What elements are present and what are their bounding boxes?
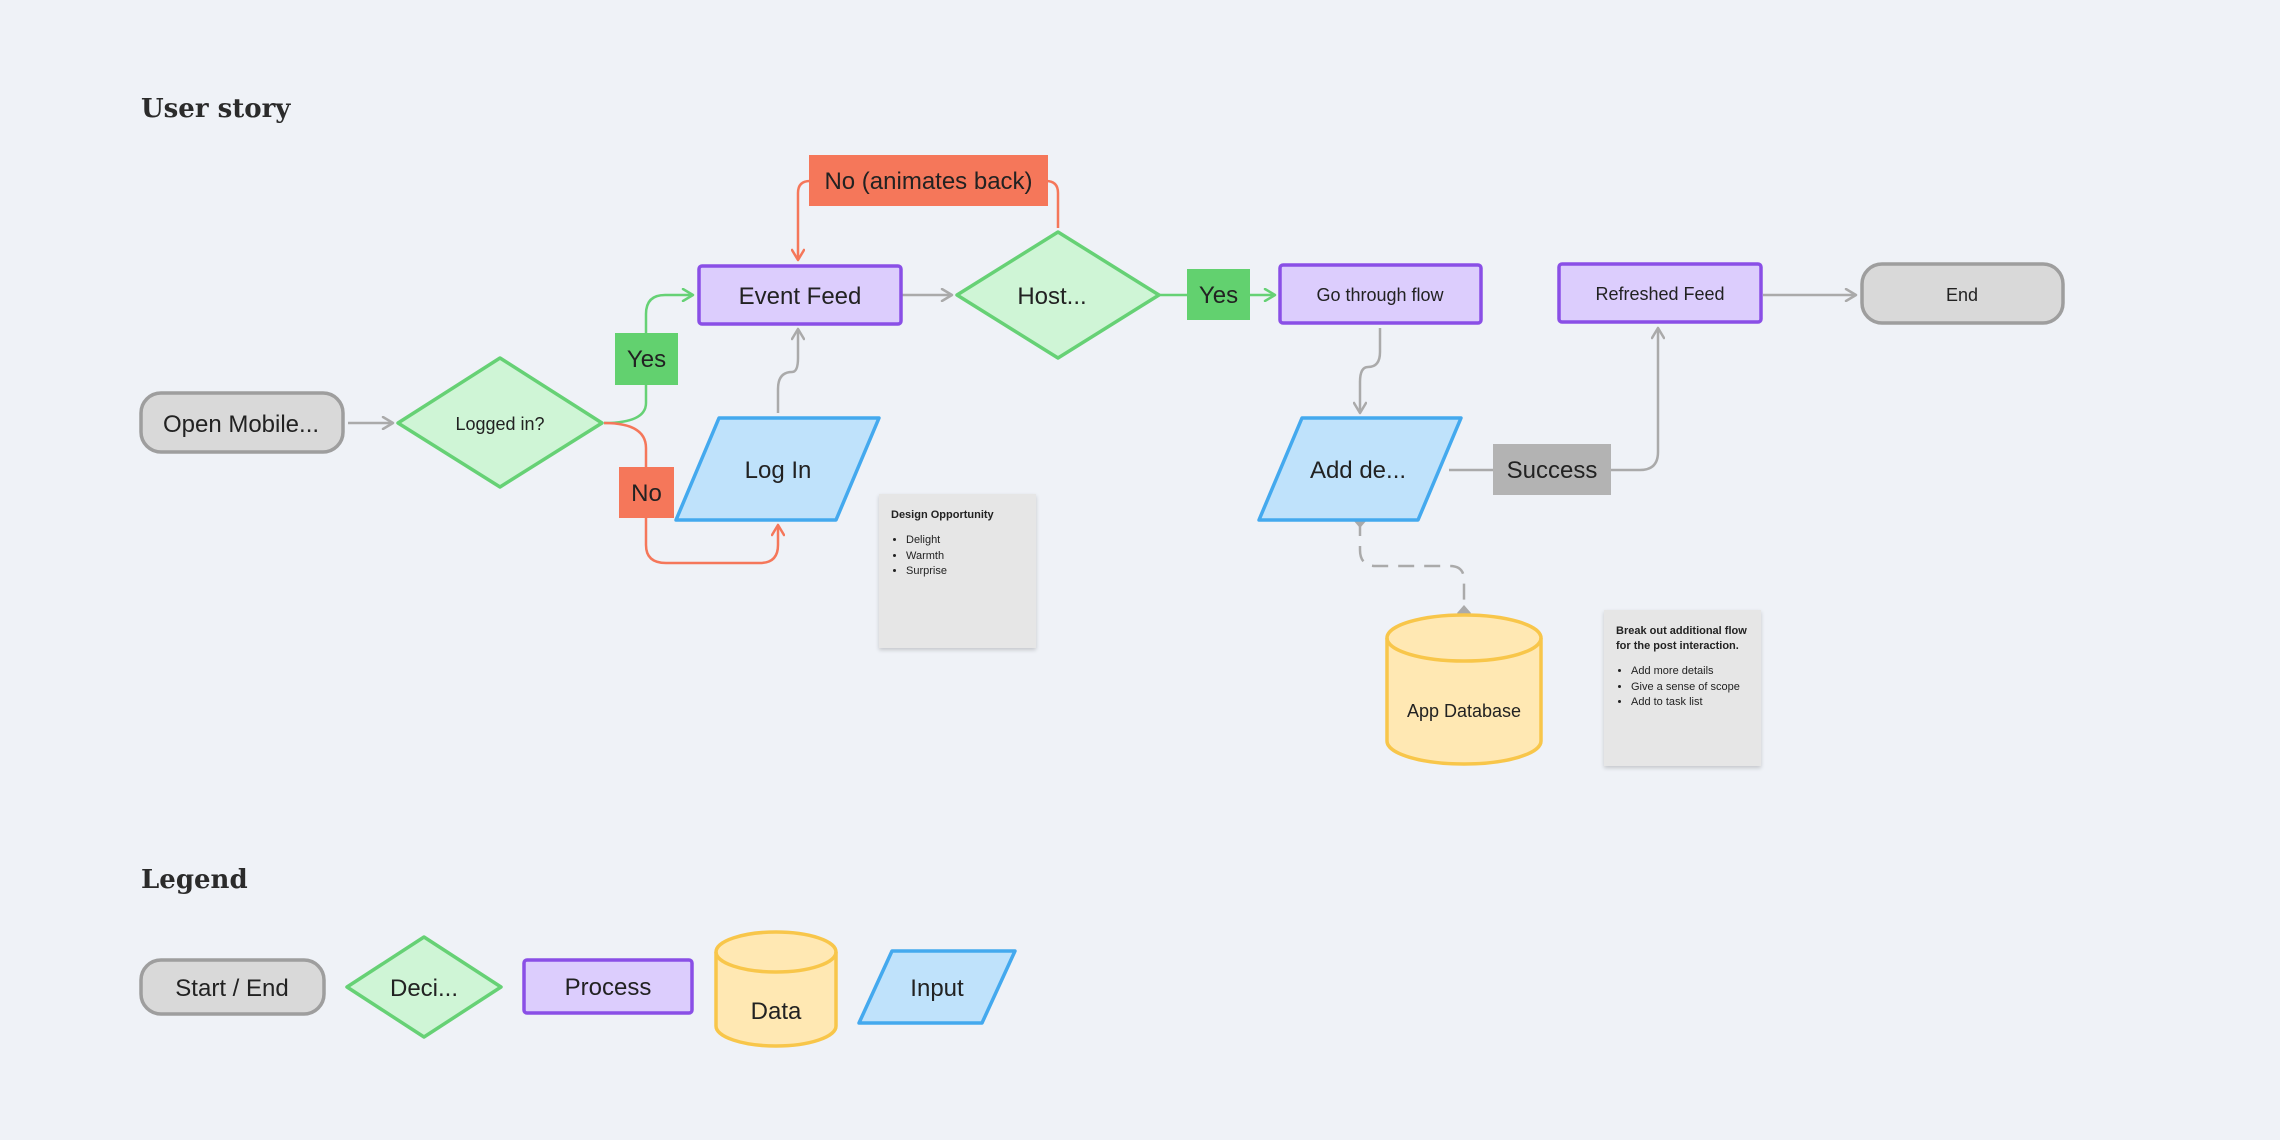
note-list-item: Delight <box>906 533 1024 549</box>
decision-shape <box>955 230 1161 360</box>
decision-shape <box>396 356 604 489</box>
input-shape <box>1257 416 1463 522</box>
database-top-rim <box>714 951 838 974</box>
input-shape <box>857 949 1017 1025</box>
node-log-in-label: Log In <box>745 457 812 484</box>
node-logged-in[interactable]: Logged in? <box>396 356 604 489</box>
node-go-through-flow[interactable]: Go through flow <box>1278 263 1483 325</box>
legend-data-label: Data <box>751 998 802 1025</box>
terminator-shape <box>139 391 345 454</box>
edge-label-no-login-text: No <box>631 480 662 507</box>
edge-label-no-animates-back-text: No (animates back) <box>824 168 1032 195</box>
legend-start-end-label: Start / End <box>175 975 288 1002</box>
database-shape <box>714 930 838 1048</box>
edge-label-box <box>615 333 678 385</box>
note-title: Break out additional flow for the post i… <box>1616 625 1747 652</box>
edge-label-box <box>619 467 674 518</box>
node-host[interactable]: Host... <box>955 230 1161 360</box>
connector-add-de-success-to-refreshed-feed[interactable] <box>1449 328 1658 472</box>
legend-process[interactable]: Process <box>522 958 694 1015</box>
node-end[interactable]: End <box>1860 262 2065 325</box>
node-log-in[interactable]: Log In <box>674 416 881 522</box>
process-shape <box>1278 263 1483 325</box>
heading-user-story: User story <box>141 94 291 124</box>
note-title: Design Opportunity <box>891 509 994 521</box>
connector-logged-in-yes-to-event-feed[interactable] <box>603 295 693 425</box>
edge-label-no-login[interactable]: No <box>619 467 674 518</box>
edge-label-yes-login[interactable]: Yes <box>615 333 678 385</box>
edge-label-box <box>1493 444 1611 495</box>
legend-input-label: Input <box>910 975 964 1002</box>
note-list-item: Warmth <box>906 549 1024 565</box>
terminator-shape <box>139 958 326 1016</box>
input-shape <box>674 416 881 522</box>
heading-legend: Legend <box>141 865 248 895</box>
legend-process-label: Process <box>565 974 652 1001</box>
node-end-label: End <box>1946 285 1978 305</box>
note-list-item: Add more details <box>1631 664 1749 680</box>
edge-label-yes-host-text: Yes <box>1199 282 1238 309</box>
node-add-de-label: Add de... <box>1310 457 1406 484</box>
legend-input[interactable]: Input <box>857 949 1017 1025</box>
node-open-mobile[interactable]: Open Mobile... <box>139 391 345 454</box>
node-host-label: Host... <box>1017 283 1086 310</box>
edge-label-no-animates-back[interactable]: No (animates back) <box>809 155 1048 206</box>
decision-shape <box>345 935 503 1039</box>
legend-decision[interactable]: Deci... <box>345 935 503 1039</box>
note-list-item: Give a sense of scope <box>1631 680 1749 696</box>
edge-label-yes-login-text: Yes <box>627 346 666 373</box>
database-top-rim <box>1385 637 1543 663</box>
edge-label-yes-host[interactable]: Yes <box>1187 269 1250 320</box>
node-app-database[interactable]: App Database <box>1385 613 1543 766</box>
process-shape <box>1557 262 1763 324</box>
connector-go-through-flow-to-add-de[interactable] <box>1360 328 1382 413</box>
node-refreshed-feed[interactable]: Refreshed Feed <box>1557 262 1763 324</box>
edge-label-box <box>809 155 1048 206</box>
edge-label-box <box>1187 269 1250 320</box>
sticky-note-design-opportunity[interactable]: Design Opportunity Delight Warmth Surpri… <box>879 494 1036 648</box>
edge-label-success[interactable]: Success <box>1493 444 1611 495</box>
terminator-shape <box>1860 262 2065 325</box>
node-logged-in-label: Logged in? <box>455 414 544 434</box>
process-shape <box>697 264 903 326</box>
note-list-item: Surprise <box>906 564 1024 580</box>
sticky-note-break-out[interactable]: Break out additional flow for the post i… <box>1604 610 1761 766</box>
connector-add-de-to-app-database[interactable] <box>1358 520 1466 613</box>
process-shape <box>522 958 694 1015</box>
connector-logged-in-no-to-log-in[interactable] <box>603 421 778 565</box>
node-event-feed[interactable]: Event Feed <box>697 264 903 326</box>
node-add-de[interactable]: Add de... <box>1257 416 1463 522</box>
connectors <box>348 179 1856 621</box>
node-open-mobile-label: Open Mobile... <box>163 411 319 438</box>
note-list-item: Add to task list <box>1631 695 1749 711</box>
connector-log-in-to-event-feed[interactable] <box>776 329 798 413</box>
legend-start-end[interactable]: Start / End <box>139 958 326 1016</box>
legend-decision-label: Deci... <box>390 975 458 1002</box>
edge-label-success-text: Success <box>1507 457 1598 484</box>
node-go-through-flow-label: Go through flow <box>1316 285 1444 305</box>
node-refreshed-feed-label: Refreshed Feed <box>1595 284 1724 304</box>
note-list: Add more details Give a sense of scope A… <box>1616 664 1749 711</box>
node-event-feed-label: Event Feed <box>739 283 862 310</box>
database-shape <box>1385 613 1543 766</box>
legend-data[interactable]: Data <box>714 930 838 1048</box>
node-app-database-label: App Database <box>1407 701 1521 721</box>
note-list: Delight Warmth Surprise <box>891 533 1024 580</box>
